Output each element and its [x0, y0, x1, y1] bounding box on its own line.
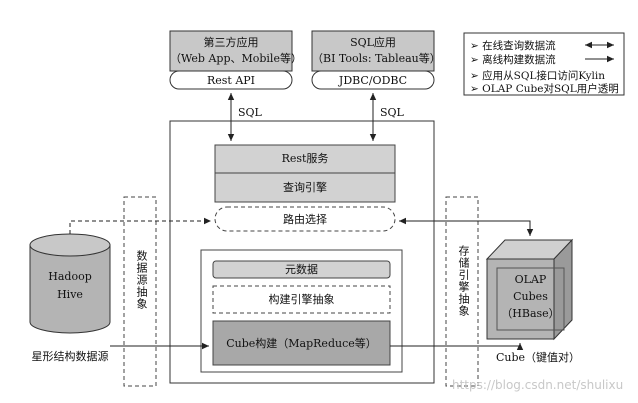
metadata-box	[212, 260, 391, 279]
hadoop-label: Hadoop	[48, 270, 92, 283]
sql-app-box	[311, 30, 435, 72]
rest-service-box	[214, 144, 396, 174]
cube-kv-label: Cube（键值对）	[495, 351, 581, 364]
metadata-label: 元数据	[285, 263, 318, 276]
watermark: https://blog.csdn.net/shulixu	[452, 378, 624, 392]
olap-label: OLAP	[514, 273, 547, 286]
legend-sql-access-text: 应用从SQL接口访问Kylin	[482, 70, 605, 82]
build-engine-abstraction-label: 构建引擎抽象	[268, 293, 335, 306]
rest-api-label: Rest API	[206, 74, 256, 87]
cube-build-box	[212, 320, 391, 366]
legend-sql-access: ➢ 应用从SQL接口访问Kylin	[470, 70, 605, 82]
legend-offline-flow: ➢ 离线构建数据流	[470, 54, 556, 66]
rest-api-pill	[169, 70, 293, 90]
routing-to-cube-link	[399, 217, 534, 236]
olap-cube-front	[486, 258, 555, 340]
storage-engine-abstraction-label: 存储引擎抽象	[457, 245, 470, 317]
routing-label: 路由选择	[283, 213, 327, 226]
cubes-label: Cubes	[513, 290, 548, 303]
build-engine-abstraction-box	[212, 285, 391, 314]
third-party-subtitle: （Web App、Mobile等）	[170, 52, 302, 65]
legend-online-flow: ➢ 在线查询数据流	[470, 40, 556, 52]
sql-app-title: SQL应用	[350, 36, 396, 49]
jdbc-odbc-label: JDBC/ODBC	[338, 74, 408, 87]
cube-build-label: Cube构建（MapReduce等）	[226, 337, 377, 350]
sql-left-label: SQL	[238, 106, 262, 119]
legend-olap-transparent: ➢ OLAP Cube对SQL用户透明	[470, 83, 619, 95]
data-source-abstraction-panel	[123, 196, 157, 387]
rest-service-label: Rest服务	[281, 152, 329, 165]
olap-cube-inner	[496, 267, 565, 331]
hadoop-cylinder-body	[29, 245, 111, 334]
query-engine-box	[214, 172, 396, 203]
query-engine-label: 查询引擎	[283, 181, 327, 194]
data-source-abstraction-label: 数据源抽象	[135, 250, 148, 310]
third-party-title: 第三方应用	[203, 36, 259, 49]
legend-online-flow-text: 在线查询数据流	[482, 40, 556, 52]
legend-offline-flow-text: 离线构建数据流	[482, 54, 556, 66]
third-party-app-box	[169, 30, 293, 72]
hadoop-to-routing-link	[69, 217, 211, 234]
sql-app-subtitle: （BI Tools: Tableau等）	[312, 52, 441, 65]
jdbc-odbc-pill	[311, 70, 435, 90]
routing-pill	[214, 206, 396, 232]
legend-olap-transparent-text: OLAP Cube对SQL用户透明	[482, 83, 619, 95]
hive-label: Hive	[57, 288, 83, 301]
sql-right-label: SQL	[380, 106, 404, 119]
build-to-storage-arrow	[390, 343, 524, 350]
hbase-label: （HBase）	[501, 307, 560, 320]
hadoop-cylinder-top	[29, 233, 111, 257]
star-schema-label: 星形结构数据源	[31, 350, 109, 363]
